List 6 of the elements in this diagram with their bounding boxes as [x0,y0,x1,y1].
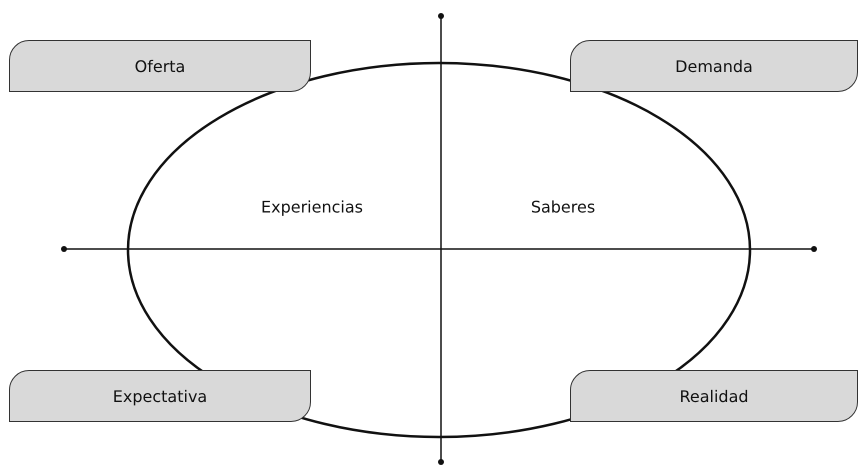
quadrant-tab: Expectativa [9,370,311,422]
quadrant-tab: Oferta [9,40,311,92]
quadrant-label: Experiencias [261,198,363,216]
quadrant-label: Saberes [530,198,596,216]
quadrant-tab: Demanda [570,40,858,92]
quadrant-tab: Realidad [570,370,858,422]
